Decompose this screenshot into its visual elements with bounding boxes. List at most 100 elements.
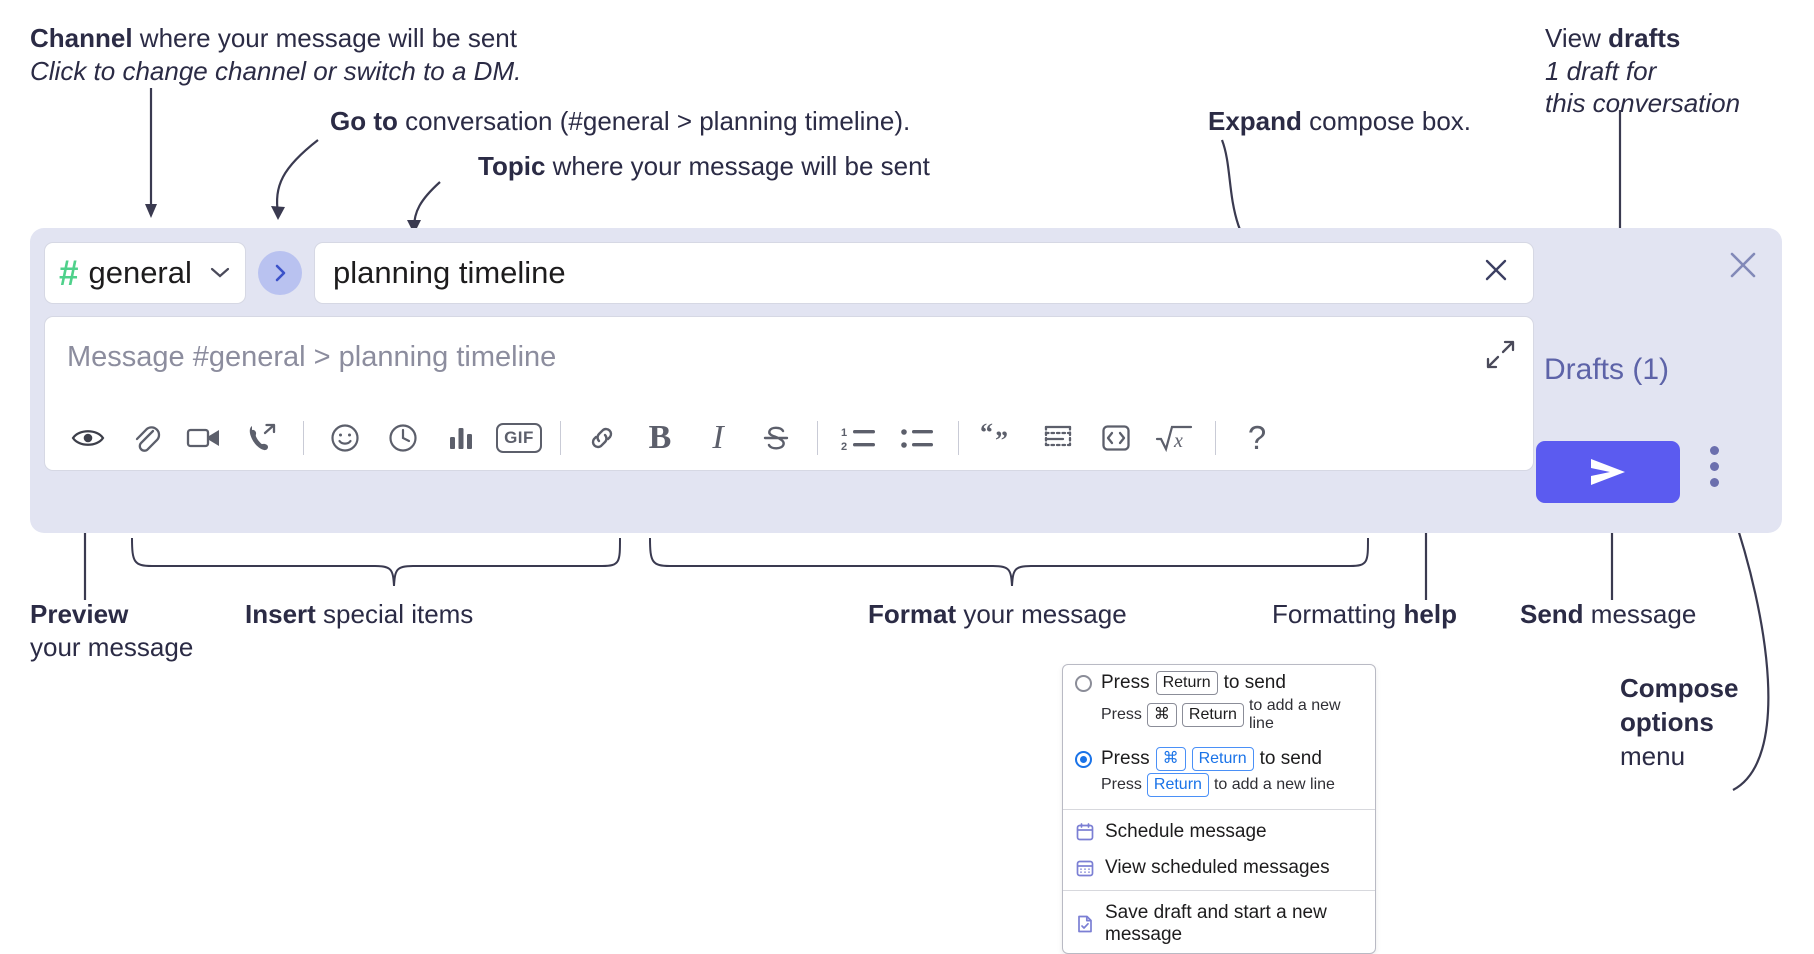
- annotation-goto-bold: Go to: [330, 106, 398, 136]
- send-button[interactable]: [1536, 441, 1680, 503]
- link-icon[interactable]: [573, 412, 631, 464]
- attachment-paperclip-icon[interactable]: [117, 412, 175, 464]
- menu-radio-subtext: Press ⌘ Return to add a new line: [1063, 697, 1375, 741]
- kebab-dot: [1710, 462, 1719, 471]
- annotation-insert-rest: special items: [315, 599, 474, 629]
- radio-option-label: Press Return to send: [1101, 671, 1286, 695]
- annotation-drafts-bold: drafts: [1608, 23, 1681, 53]
- expand-compose-icon[interactable]: [1485, 339, 1515, 374]
- message-input-area[interactable]: Message #general > planning timeline: [44, 316, 1534, 471]
- blockquote-icon[interactable]: “ ”: [971, 412, 1029, 464]
- annotation-channel-bold: Channel: [30, 23, 133, 53]
- gif-icon[interactable]: GIF: [490, 412, 548, 464]
- inline-code-icon[interactable]: [1087, 412, 1145, 464]
- sub-post: to add a new line: [1213, 776, 1335, 793]
- emoji-smiley-icon[interactable]: [316, 412, 374, 464]
- key-return: Return: [1155, 671, 1218, 695]
- chevron-right-icon: [275, 264, 286, 282]
- channel-name-label: general: [88, 255, 192, 290]
- key-command: ⌘: [1146, 703, 1177, 727]
- strikethrough-icon[interactable]: [747, 412, 805, 464]
- key-return: Return: [1146, 773, 1209, 797]
- gif-label: GIF: [496, 423, 542, 453]
- annotation-send-rest: message: [1583, 599, 1697, 629]
- toolbar-divider: [958, 421, 959, 455]
- menu-item-save-draft[interactable]: Save draft and start a new message: [1063, 895, 1375, 953]
- toolbar-divider: [817, 421, 818, 455]
- hash-icon: #: [59, 253, 79, 293]
- option-pre: Press: [1101, 672, 1150, 693]
- sub-pre: Press: [1101, 706, 1142, 723]
- message-input-placeholder: Message #general > planning timeline: [67, 341, 557, 373]
- annotation-goto-rest: conversation (#general > planning timeli…: [397, 106, 911, 136]
- svg-text:“: “: [980, 423, 993, 447]
- menu-item-label: Save draft and start a new message: [1105, 902, 1327, 945]
- menu-divider: [1063, 890, 1375, 891]
- option-post: to send: [1223, 672, 1286, 693]
- kebab-dot: [1710, 446, 1719, 455]
- svg-text:x: x: [1173, 430, 1183, 452]
- menu-divider: [1063, 809, 1375, 810]
- save-draft-document-icon: [1078, 915, 1092, 933]
- toolbar-divider: [560, 421, 561, 455]
- svg-text:1: 1: [841, 427, 847, 439]
- topic-input[interactable]: planning timeline: [314, 242, 1534, 304]
- formatting-toolbar: GIF B I: [45, 405, 1533, 471]
- close-icon[interactable]: [1726, 248, 1760, 288]
- italic-label: I: [712, 419, 724, 456]
- goto-conversation-button[interactable]: [258, 251, 302, 295]
- clear-topic-icon[interactable]: [1475, 255, 1517, 291]
- annotation-send: Send message: [1520, 598, 1696, 631]
- annotation-preview-bold: Preview: [30, 599, 129, 629]
- clock-icon[interactable]: [374, 412, 432, 464]
- video-camera-icon[interactable]: [175, 412, 233, 464]
- ordered-list-icon[interactable]: 1 2: [830, 412, 888, 464]
- annotation-expand-bold: Expand: [1208, 106, 1302, 136]
- menu-item-label: Schedule message: [1105, 821, 1267, 842]
- radio-return-to-send[interactable]: [1075, 675, 1092, 692]
- send-arrow-icon: [1591, 459, 1625, 485]
- compose-box: # general planning timeline Message #gen…: [30, 228, 1782, 533]
- annotation-preview: Preview your message: [30, 598, 193, 663]
- annotation-topic-rest: where your message will be sent: [545, 151, 930, 181]
- toolbar-divider: [303, 421, 304, 455]
- code-block-icon[interactable]: [1029, 412, 1087, 464]
- annotation-drafts: View drafts 1 draft for this conversatio…: [1545, 22, 1740, 120]
- italic-icon[interactable]: I: [689, 412, 747, 464]
- drafts-link[interactable]: Drafts (1): [1544, 353, 1670, 386]
- key-command: ⌘: [1155, 747, 1186, 771]
- sub-pre: Press: [1101, 776, 1142, 793]
- annotation-help-bold: help: [1403, 599, 1457, 629]
- radio-command-return-to-send[interactable]: [1075, 751, 1092, 768]
- annotation-channel-italic: Click to change channel or switch to a D…: [30, 55, 522, 86]
- annotation-topic: Topic where your message will be sent: [478, 150, 930, 183]
- annotation-insert-bold: Insert: [245, 599, 316, 629]
- annotation-format-bold: Format: [868, 599, 957, 629]
- annotation-format: Format your message: [868, 598, 1127, 631]
- bold-label: B: [648, 419, 672, 456]
- compose-main-column: # general planning timeline Message #gen…: [44, 242, 1534, 471]
- bulleted-list-icon[interactable]: [888, 412, 946, 464]
- annotation-expand: Expand compose box.: [1208, 105, 1471, 138]
- menu-radio-option[interactable]: Press ⌘ Return to send: [1063, 741, 1375, 773]
- menu-item-view-scheduled-messages[interactable]: View scheduled messages: [1063, 850, 1375, 886]
- bold-icon[interactable]: B: [631, 412, 689, 464]
- annotation-compose-line2: options: [1620, 706, 1714, 737]
- annotation-compose-options: Compose options menu: [1620, 672, 1738, 773]
- phone-forward-icon[interactable]: [233, 412, 291, 464]
- formatting-help-icon[interactable]: ?: [1228, 412, 1286, 464]
- poll-bar-chart-icon[interactable]: [432, 412, 490, 464]
- compose-options-kebab-icon[interactable]: [1710, 446, 1719, 487]
- key-return: Return: [1181, 703, 1244, 727]
- menu-radio-option[interactable]: Press Return to send: [1063, 665, 1375, 697]
- annotation-preview-line2: your message: [30, 631, 194, 662]
- sub-post: to add a new line: [1248, 697, 1341, 732]
- svg-text:2: 2: [841, 441, 847, 452]
- kebab-dot: [1710, 478, 1719, 487]
- channel-selector-button[interactable]: # general: [44, 242, 246, 304]
- compose-topic-row: # general planning timeline: [44, 242, 1534, 304]
- preview-eye-icon[interactable]: [59, 412, 117, 464]
- math-icon[interactable]: x: [1145, 412, 1203, 464]
- menu-item-schedule-message[interactable]: Schedule message: [1063, 814, 1375, 850]
- annotation-expand-rest: compose box.: [1301, 106, 1472, 136]
